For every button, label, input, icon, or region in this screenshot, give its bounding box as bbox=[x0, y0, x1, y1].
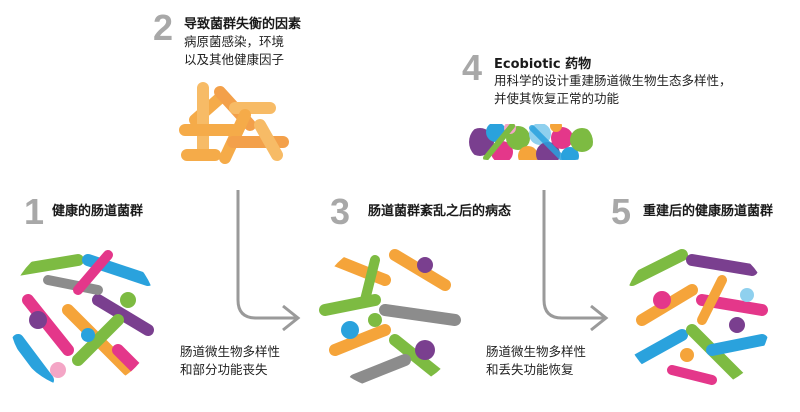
step-5-number: 5 bbox=[611, 191, 632, 232]
arrow-2-caption-line-2: 和丢失功能恢复 bbox=[486, 362, 574, 377]
healthy-microbiota-icon bbox=[12, 250, 154, 386]
restored-microbiota-icon bbox=[626, 249, 768, 386]
step-2-desc-line-2: 以及其他健康因子 bbox=[184, 52, 285, 67]
step-4-title: Ecobiotic 药物 bbox=[494, 57, 592, 72]
step-4-desc-line-1: 用科学的设计重建肠道微生物生态多样性， bbox=[494, 73, 732, 88]
step-4-description: 用科学的设计重建肠道微生物生态多样性， 并使其恢复正常的功能 bbox=[494, 72, 732, 108]
step-5-title: 重建后的健康肠道菌群 bbox=[643, 204, 774, 219]
step-1-title: 健康的肠道菌群 bbox=[52, 204, 144, 219]
step-2-number: 2 bbox=[153, 7, 174, 48]
step-2-description: 病原菌感染，环境 以及其他健康因子 bbox=[184, 33, 284, 69]
arrow-1-caption-line-2: 和部分功能丧失 bbox=[180, 362, 268, 377]
step-4-number: 4 bbox=[462, 47, 483, 88]
step-3-number: 3 bbox=[330, 191, 351, 232]
step-2-title: 导致菌群失衡的因素 bbox=[184, 17, 302, 32]
arrow-2-caption-line-1: 肠道微生物多样性 bbox=[486, 344, 587, 359]
disruption-factor-icon bbox=[179, 82, 289, 164]
step-1-number: 1 bbox=[24, 191, 45, 232]
disrupted-microbiota-icon bbox=[319, 249, 461, 386]
arrow-1-caption: 肠道微生物多样性 和部分功能丧失 bbox=[180, 343, 280, 379]
ecobiotic-capsule-icon bbox=[469, 124, 593, 160]
step-2-desc-line-1: 病原菌感染，环境 bbox=[184, 34, 285, 49]
step-4-desc-line-2: 并使其恢复正常的功能 bbox=[494, 91, 620, 106]
step-3-title: 肠道菌群紊乱之后的病态 bbox=[368, 204, 512, 219]
arrow-1-caption-line-1: 肠道微生物多样性 bbox=[180, 344, 281, 359]
arrow-2-caption: 肠道微生物多样性 和丢失功能恢复 bbox=[486, 343, 586, 379]
